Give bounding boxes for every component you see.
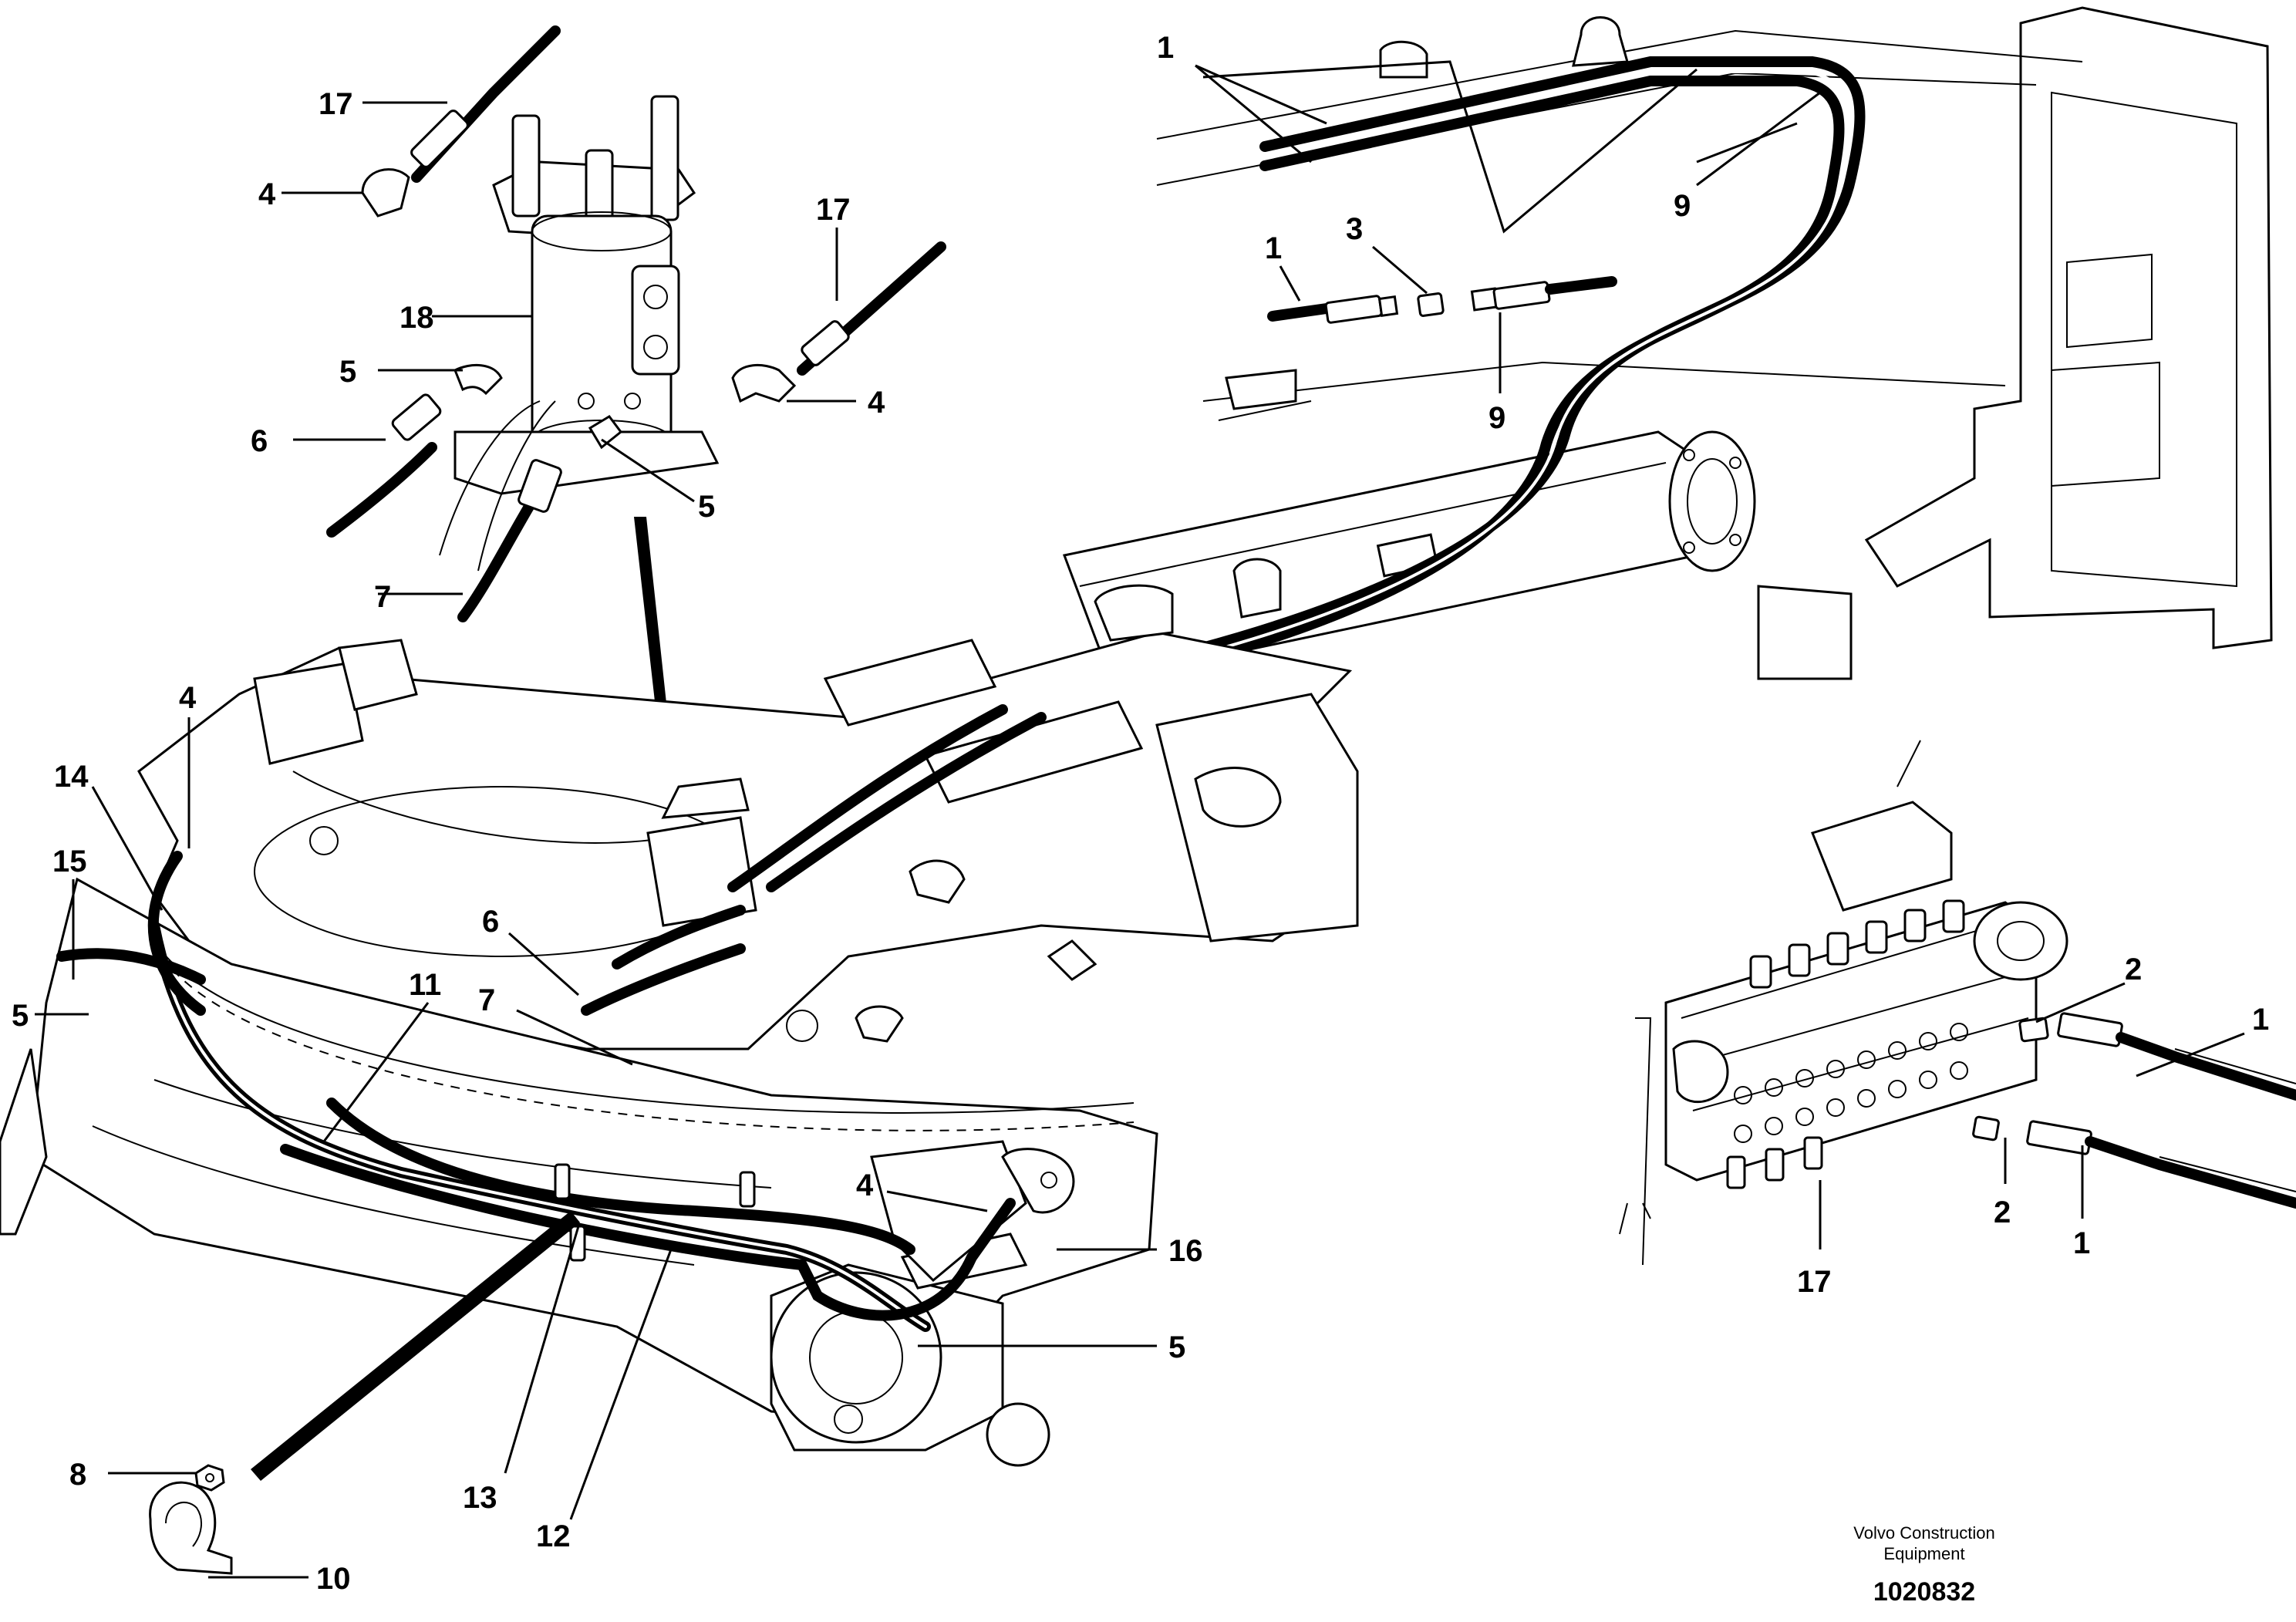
callout-7: 7 xyxy=(478,983,495,1017)
callout-17: 17 xyxy=(816,193,851,227)
callout-4: 4 xyxy=(868,386,885,420)
callout-1: 1 xyxy=(1157,31,1174,65)
callout-5: 5 xyxy=(12,999,29,1033)
main-chassis xyxy=(0,558,1359,1467)
callout-3: 3 xyxy=(1346,212,1363,246)
callout-9: 9 xyxy=(1489,401,1505,435)
callout-4: 4 xyxy=(258,177,276,211)
callout-13: 13 xyxy=(463,1481,497,1515)
callout-14: 14 xyxy=(54,760,89,794)
drawing-footer: Volvo Construction Equipment 1020832 xyxy=(1853,1523,1994,1607)
callout-15: 15 xyxy=(52,845,87,878)
callout-10: 10 xyxy=(316,1562,351,1596)
callout-labels: 1 9 1 3 9 17 4 18 17 5 4 6 5 7 4 14 15 5… xyxy=(12,31,2269,1596)
callout-6: 6 xyxy=(251,424,268,458)
callout-5: 5 xyxy=(339,355,356,389)
callout-5: 5 xyxy=(1168,1330,1185,1364)
hydraulic-swivel xyxy=(326,25,946,622)
callout-16: 16 xyxy=(1168,1234,1203,1268)
callout-5: 5 xyxy=(698,490,715,524)
callout-6: 6 xyxy=(482,905,499,939)
fitting-row xyxy=(1267,276,1617,324)
callout-11: 11 xyxy=(409,968,441,1002)
valve-spool-caps xyxy=(1749,899,1965,989)
callout-7: 7 xyxy=(374,580,391,614)
callout-17: 17 xyxy=(319,87,353,121)
brand-line-1: Volvo Construction xyxy=(1853,1523,1994,1543)
callout-12: 12 xyxy=(536,1519,571,1553)
callout-4: 4 xyxy=(856,1168,874,1202)
callout-2: 2 xyxy=(1994,1195,2011,1229)
hose-clamp-part xyxy=(149,1481,233,1575)
drawing-number: 1020832 xyxy=(1873,1577,1975,1607)
callout-17: 17 xyxy=(1797,1265,1832,1299)
callout-9: 9 xyxy=(1674,189,1691,223)
boom-hoses xyxy=(1128,56,1866,680)
control-valve-block xyxy=(1619,740,2296,1266)
nut-part xyxy=(194,1464,225,1492)
callout-18: 18 xyxy=(400,301,434,335)
valve-ports xyxy=(1734,1023,1968,1143)
callout-1: 1 xyxy=(2073,1226,2090,1260)
boom-structure xyxy=(1062,6,2273,680)
brand-line-2: Equipment xyxy=(1883,1544,1964,1563)
clamp-pointer xyxy=(251,1211,580,1481)
callout-4: 4 xyxy=(179,681,197,715)
callout-1: 1 xyxy=(2252,1003,2269,1037)
callout-2: 2 xyxy=(2125,953,2142,986)
callout-8: 8 xyxy=(69,1458,86,1492)
callout-1: 1 xyxy=(1265,231,1282,265)
leader-lines xyxy=(35,64,2245,1579)
